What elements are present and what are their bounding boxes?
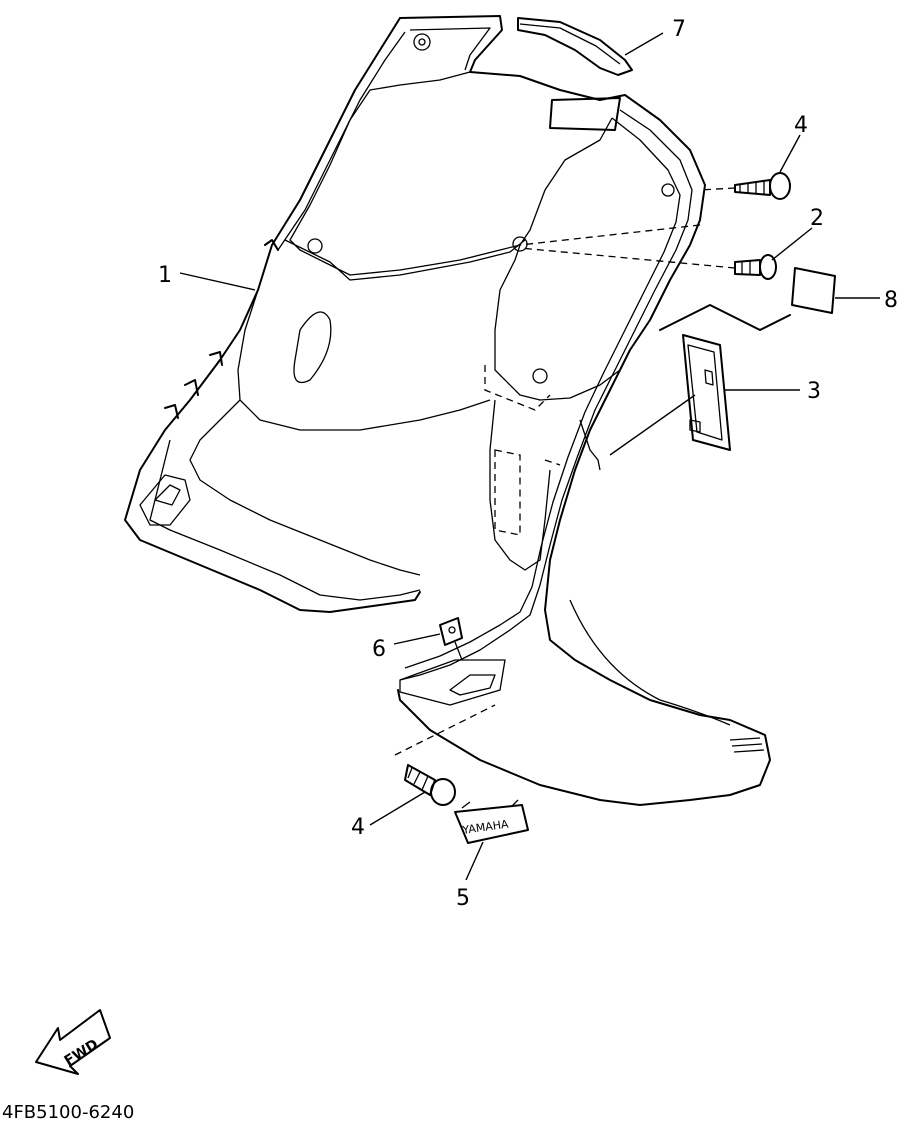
leg-shield-panel bbox=[124, 15, 771, 806]
lid-part-3 bbox=[609, 304, 791, 456]
clip-nut-part-6 bbox=[439, 617, 463, 661]
callout-2: 2 bbox=[810, 206, 824, 231]
yamaha-emblem-part-5: YAMAHA bbox=[454, 799, 529, 844]
label-part-8 bbox=[791, 267, 836, 314]
callout-3: 3 bbox=[807, 379, 821, 404]
screw-grommet-bottom bbox=[394, 704, 496, 806]
emblem-text: YAMAHA bbox=[461, 817, 510, 837]
bolt-part-2 bbox=[519, 247, 777, 280]
diagram-code: 4FB5100-6240 bbox=[2, 1102, 134, 1121]
leader-lines bbox=[179, 32, 880, 881]
fwd-arrow-icon: FWD bbox=[35, 1009, 111, 1075]
callout-1: 1 bbox=[158, 263, 172, 288]
callout-8: 8 bbox=[884, 288, 898, 313]
callout-5: 5 bbox=[456, 886, 470, 911]
fwd-label: FWD bbox=[62, 1036, 102, 1069]
callout-4-bottom: 4 bbox=[351, 815, 365, 840]
callout-4-top: 4 bbox=[794, 113, 808, 138]
upper-trim-part-7 bbox=[517, 17, 633, 131]
screw-grommet-top bbox=[699, 172, 791, 200]
callout-6: 6 bbox=[372, 637, 386, 662]
callout-7: 7 bbox=[672, 17, 686, 42]
